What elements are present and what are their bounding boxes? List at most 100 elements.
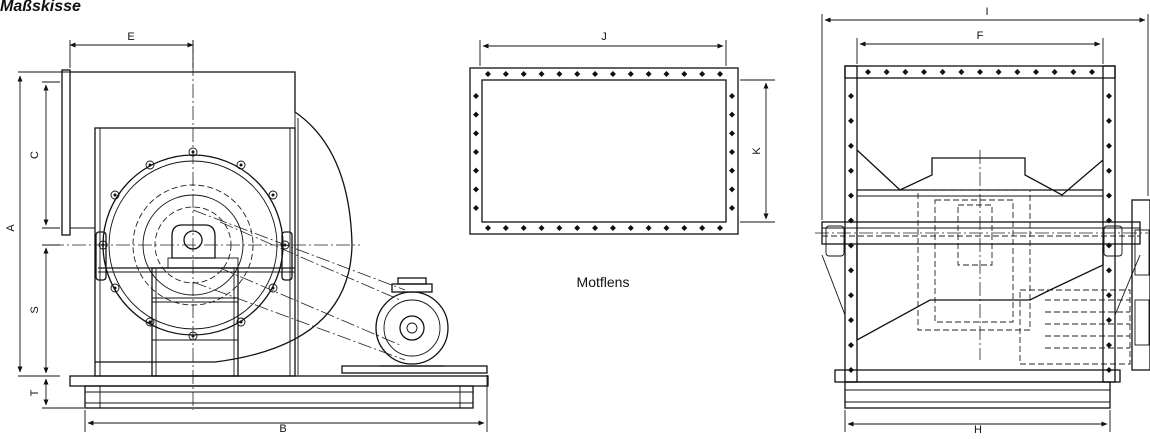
bolt-hole [1106,292,1112,299]
bolt-hole [977,69,983,75]
bolt-hole [473,205,479,211]
bolt-hole [609,71,616,77]
bolt-hole [627,225,634,231]
bolt-hole [1106,167,1112,174]
bolt-hole [729,205,735,211]
bolt-hole [1051,69,1058,75]
bolt-hole [939,69,946,75]
dim-label-H: H [974,424,982,434]
bolt-hole [556,225,563,231]
bolt-hole [681,71,688,77]
bolt-hole [1106,142,1112,149]
inlet-bolts [98,147,290,341]
bolt-hole [681,225,688,231]
bolt-hole [848,167,854,174]
bolt-hole [1106,342,1112,349]
bolt-hole [473,130,479,137]
bolt-hole [848,142,854,149]
bolt-hole [848,117,854,124]
dim-label-I: I [985,6,988,18]
flange-caption: Motflens [577,274,630,290]
dim-label-K: K [751,147,763,155]
bolt-hole [729,130,735,137]
bolt-hole [1070,69,1077,75]
dim-label-E: E [127,31,134,43]
bolt-hole [921,69,927,75]
dim-label-F: F [977,30,984,42]
bolt-hole [1106,317,1112,324]
bolt-hole [663,71,670,77]
bolt-hole [473,186,479,193]
outlet-flange-view: J K Motflens [469,31,775,290]
bolt-hole [1106,267,1112,274]
bolt-hole [609,225,616,231]
bolt-hole [848,192,854,199]
dim-label-T: T [29,389,41,396]
bolt-hole [645,225,652,231]
bolt-hole [627,71,634,77]
bolt-hole [1014,69,1021,75]
bolt-hole [473,93,479,99]
scroll-casing [95,71,353,363]
bolt-hole [592,225,599,231]
pedestal [151,267,239,377]
motor-hidden [1019,289,1131,365]
bolt-hole [574,71,581,77]
bolt-hole [883,69,890,75]
bolt-hole [848,93,854,99]
bolt-hole [729,186,735,193]
dim-label-S: S [29,306,41,313]
bolt-hole [485,71,491,77]
front-view: I F H [815,6,1150,436]
bolt-hole [663,225,670,231]
bolt-hole [485,225,491,231]
side-view: E A C S T B [5,31,489,435]
bolt-hole [574,225,581,231]
bolt-hole [717,71,723,77]
bolt-hole [1106,93,1112,99]
bolt-hole [556,71,563,77]
bolt-hole [865,69,871,75]
bolt-hole [699,225,706,231]
bolt-hole [902,69,909,75]
dim-label-C: C [29,151,41,159]
bolt-hole [473,111,479,118]
bolt-hole [995,69,1002,75]
bolt-hole [1033,69,1039,75]
bolt-hole [502,71,509,77]
bolt-hole [848,292,854,299]
bolt-hole [538,71,545,77]
flange-outer [469,67,739,235]
bolt-hole [473,167,479,174]
bolt-hole [729,111,735,118]
bolt-hole [1106,192,1112,199]
base-frame [69,375,489,387]
bolt-hole [538,225,545,231]
bolt-hole [958,69,965,75]
bolt-hole [645,71,652,77]
bolt-hole [717,225,723,231]
bolt-hole [699,71,706,77]
flange-holes [473,71,735,231]
bolt-hole [502,225,509,231]
bolt-hole [1106,117,1112,124]
bolt-hole [520,225,527,231]
dim-label-J: J [601,31,607,43]
dim-label-B: B [279,423,286,434]
bolt-hole [729,93,735,99]
bolt-hole [848,267,854,274]
bolt-hole [592,71,599,77]
bolt-hole [473,149,479,155]
dim-label-A: A [5,224,17,232]
bolt-hole [729,149,735,155]
front-base [844,381,1111,409]
bolt-hole [520,71,527,77]
bolt-hole [848,317,854,324]
flange-inner [481,79,727,223]
bolt-hole [729,167,735,174]
bolt-hole [1089,69,1095,75]
drawing-title: Maßskisse [0,0,81,15]
motor [341,277,488,374]
